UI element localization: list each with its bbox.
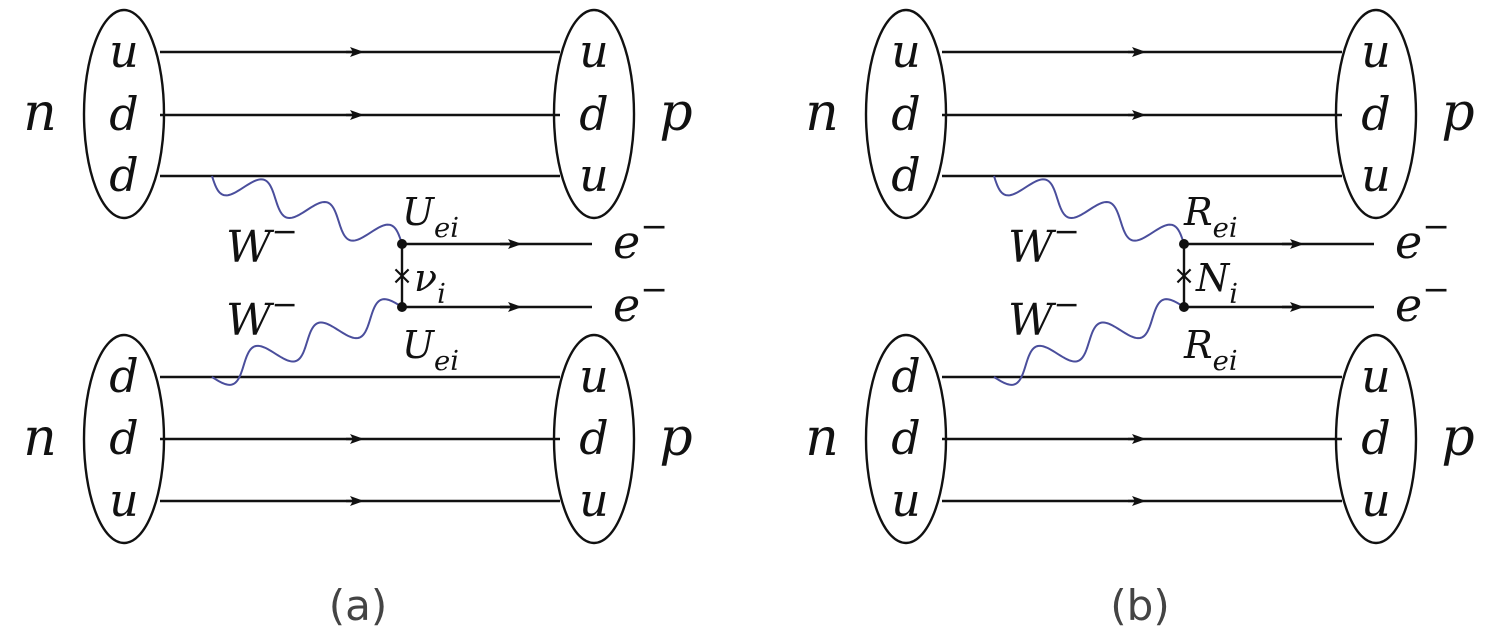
proton-ellipse-top [552,8,636,220]
w-boson-top [211,175,403,245]
quark-label: d [579,411,608,465]
electron-label-bottom: e− [1395,269,1450,332]
quark-label: d [109,411,138,465]
proton-label-bottom: p [1441,408,1474,468]
propagator-label: νi [414,256,446,310]
quark-label: d [891,87,920,141]
quark-label: u [1361,349,1391,403]
neutron-ellipse-top [864,8,948,220]
neutron-label-bottom: n [23,408,57,468]
w-boson-top [993,175,1185,245]
w-boson-label-top: W− [226,214,298,273]
quark-label: d [1361,411,1390,465]
neutron-label-top: n [805,83,839,143]
proton-label-top: p [1441,83,1474,143]
quark-label: u [109,473,139,527]
electron-label-top: e− [613,206,668,269]
neutron-label-bottom: n [805,408,839,468]
neutron-ellipse-bottom [864,333,948,545]
w-boson-bottom [993,298,1185,386]
proton-ellipse-top [1334,8,1418,220]
quark-label: d [891,148,920,202]
quark-label: u [1361,24,1391,78]
quark-label: d [579,87,608,141]
neutron-ellipse-bottom [82,333,166,545]
proton-label-bottom: p [659,408,692,468]
proton-ellipse-bottom [1334,333,1418,545]
mass-insertion-cross: × [391,261,413,291]
proton-ellipse-bottom [552,333,636,545]
w-boson-label-bottom: W− [1008,287,1080,346]
quark-label: d [109,148,138,202]
quark-label: u [891,24,921,78]
quark-label: u [1361,473,1391,527]
w-boson-label-bottom: W− [226,287,298,346]
electron-label-bottom: e− [613,269,668,332]
electron-label-top: e− [1395,206,1450,269]
quark-label: u [579,349,609,403]
quark-label: d [109,87,138,141]
quark-label: u [579,473,609,527]
quark-label: d [1361,87,1390,141]
quark-label: d [891,411,920,465]
w-boson-label-top: W− [1008,214,1080,273]
panel-caption: (b) [1110,581,1169,630]
mixing-label-bottom: Rei [1183,323,1238,377]
quark-label: u [109,24,139,78]
neutron-label-top: n [23,83,57,143]
mass-insertion-cross: × [1173,261,1195,291]
quark-label: d [891,349,920,403]
quark-label: u [579,24,609,78]
propagator-label: Ni [1195,256,1238,310]
mixing-label-top: Uei [402,190,459,244]
mixing-label-top: Rei [1183,190,1238,244]
quark-label: u [579,148,609,202]
quark-label: u [1361,148,1391,202]
proton-label-top: p [659,83,692,143]
w-boson-bottom [211,298,403,386]
quark-label: u [891,473,921,527]
mixing-label-bottom: Uei [402,323,459,377]
quark-label: d [109,349,138,403]
neutron-ellipse-top [82,8,166,220]
panel-caption: (a) [329,581,388,630]
